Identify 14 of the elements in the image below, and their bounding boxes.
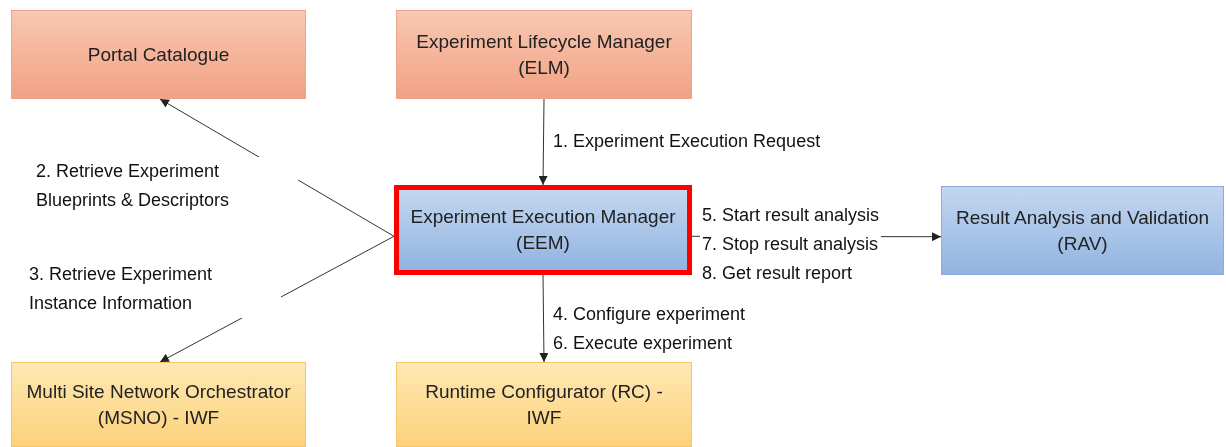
process-box [11,362,306,447]
box-label: Experiment Execution Manager (EEM) [409,205,677,255]
arrow [539,274,549,363]
process-box [396,362,692,447]
process-box [396,10,692,99]
process-box [394,185,692,275]
process-box [941,186,1224,275]
box-label: Multi Site Network Orchestrator (MSNO) - IWF [25,379,292,430]
box-label: Result Analysis and Validation (RAV) [954,205,1211,256]
box-label: Runtime Configurator (RC) - IWF [424,379,664,430]
box-label: Experiment Lifecycle Manager (ELM) [415,29,673,80]
arrow [538,98,548,186]
process-box [11,10,306,99]
box-label: Portal Catalogue [87,42,230,67]
